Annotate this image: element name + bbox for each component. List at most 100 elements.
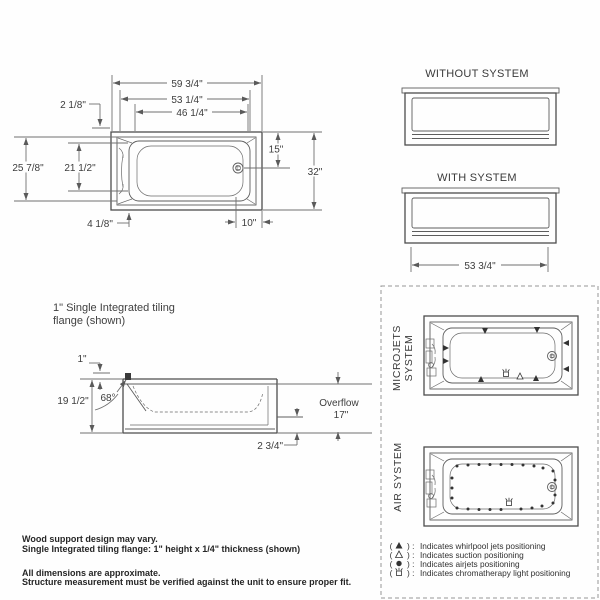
legend-open-paren: ( xyxy=(390,559,393,569)
whirlpool-jet-icon xyxy=(443,345,449,351)
systems-panel-border xyxy=(380,285,599,599)
plan-view: 59 3/4" 53 1/4" 46 1/4" 2 1/8" 25 7/8" 2… xyxy=(9,75,324,230)
tiling-flange xyxy=(125,373,131,380)
legend-whirlpool-text: Indicates whirlpool jets positioning xyxy=(420,541,546,551)
with-system-title: WITH SYSTEM xyxy=(437,172,517,184)
whirlpool-jet-icon xyxy=(443,358,449,364)
airjet-icon xyxy=(519,507,523,511)
airjet-icon xyxy=(540,504,544,508)
airjet-icon xyxy=(466,507,470,511)
air-system-tub xyxy=(423,446,579,527)
side-views: WITHOUT SYSTEM WITH SYSTEM 53 3/4" xyxy=(401,68,560,272)
air-symbols xyxy=(450,463,557,511)
plan-tub-outline xyxy=(110,131,263,211)
systems-legend: ( ) : Indicates whirlpool jets positioni… xyxy=(390,541,571,578)
section-tub-outline xyxy=(122,373,278,434)
dim-overall-height: 32" xyxy=(308,167,323,178)
airjet-icon xyxy=(488,463,492,466)
without-system-view xyxy=(401,87,560,146)
airjet-icon xyxy=(521,463,525,467)
whirlpool-jet-icon xyxy=(563,340,569,346)
side-view-dimension: 53 3/4" xyxy=(410,247,549,272)
airjet-icon xyxy=(450,496,454,500)
airjet-icon xyxy=(499,508,503,511)
airjet-icon xyxy=(553,478,557,482)
dim-base-length: 53 3/4" xyxy=(464,261,496,272)
section-dimension-lines xyxy=(80,362,372,446)
notes-block: Wood support design may vary. Single Int… xyxy=(22,534,351,587)
whirlpool-jet-icon xyxy=(533,375,539,381)
airjet-icon xyxy=(488,508,492,511)
flange-note-line1: 1" Single Integrated tiling xyxy=(53,302,175,314)
dim-basin-width: 21 1/2" xyxy=(64,163,96,174)
whirlpool-jet-icon xyxy=(563,366,569,372)
dim-basin-length: 46 1/4" xyxy=(176,108,208,119)
dim-deck-length: 53 1/4" xyxy=(171,95,203,106)
suction-icon xyxy=(516,372,524,380)
drain-icon xyxy=(232,162,244,174)
legend-close-paren: ) : xyxy=(407,541,414,551)
without-system-title: WITHOUT SYSTEM xyxy=(425,68,529,80)
airjet-icon xyxy=(553,493,557,497)
airjet-icon xyxy=(532,464,536,468)
airjet-icon xyxy=(450,486,454,490)
airjet-icon xyxy=(510,463,514,466)
dim-overall-length: 59 3/4" xyxy=(171,79,203,90)
dim-overflow-depth: 17" xyxy=(334,410,349,421)
dim-corner-offset-top: 2 1/8" xyxy=(60,100,86,111)
dim-flange-height: 1" xyxy=(77,354,87,365)
whirlpool-jet-icon xyxy=(478,376,484,382)
note-dimensions-approximate: All dimensions are approximate. xyxy=(22,568,161,578)
dim-wall-angle: 68° xyxy=(100,393,115,404)
airjet-icon xyxy=(499,463,503,466)
suction-icon xyxy=(394,550,404,558)
whirlpool-jet-icon xyxy=(482,328,488,334)
chromatherapy-light-icon xyxy=(502,368,510,377)
chromatherapy-light-icon xyxy=(395,567,403,576)
legend-close-paren: ) : xyxy=(407,559,414,569)
airjet-icon xyxy=(551,469,555,473)
legend-airjets-text: Indicates airjets positioning xyxy=(420,559,520,569)
dim-overflow-to-bottom: 2 3/4" xyxy=(257,441,283,452)
airjet-icon xyxy=(477,463,481,466)
microjets-system-label-line2: SYSTEM xyxy=(403,335,415,382)
microjets-system-label-line1: MICROJETS xyxy=(391,325,403,391)
with-system-view xyxy=(401,187,560,244)
microjets-system-tub xyxy=(423,315,579,396)
airjet-icon xyxy=(530,506,534,510)
legend-close-paren: ) : xyxy=(407,568,414,578)
plan-dimension-labels: 59 3/4" 53 1/4" 46 1/4" 2 1/8" 25 7/8" 2… xyxy=(9,77,324,230)
whirlpool-jet-icon xyxy=(395,542,403,549)
airjet-icon xyxy=(477,508,481,511)
flange-note-line2: flange (shown) xyxy=(53,315,125,327)
note-verify-structure: Structure measurement must be verified a… xyxy=(22,577,351,587)
airjet-icon xyxy=(551,501,555,505)
legend-close-paren: ) : xyxy=(407,550,414,560)
dim-overall-width: 25 7/8" xyxy=(12,163,44,174)
note-wood-support: Wood support design may vary. xyxy=(22,534,158,544)
whirlpool-jet-icon xyxy=(534,327,540,333)
airjet-icon xyxy=(396,560,402,567)
chromatherapy-light-icon xyxy=(505,497,513,506)
dim-drain-from-edge: 15" xyxy=(269,145,284,156)
dim-corner-offset-bottom: 4 1/8" xyxy=(87,219,113,230)
airjet-icon xyxy=(455,506,459,510)
note-flange-spec: Single Integrated tiling flange: 1" heig… xyxy=(22,544,300,554)
legend-chromatherapy-text: Indicates chromatherapy light positionin… xyxy=(420,568,571,578)
airjet-icon xyxy=(450,476,454,480)
systems-panel: MICROJETS SYSTEM AIR SYSTEM xyxy=(380,285,599,599)
microjets-symbols xyxy=(443,327,569,382)
section-dimension-labels: 1" 19 1/2" 68° Overflow 17" 2 3/4" xyxy=(57,354,359,452)
airjet-icon xyxy=(541,466,545,470)
airjet-icon xyxy=(455,464,459,468)
airjet-icon xyxy=(466,463,470,467)
legend-open-paren: ( xyxy=(390,550,393,560)
section-view: 1" Single Integrated tiling flange (show… xyxy=(53,302,372,452)
legend-open-paren: ( xyxy=(390,568,393,578)
dim-inner-depth: 19 1/2" xyxy=(57,396,89,407)
overflow-label: Overflow xyxy=(319,398,359,409)
dim-drain-from-end: 10" xyxy=(242,218,257,229)
legend-open-paren: ( xyxy=(390,541,393,551)
